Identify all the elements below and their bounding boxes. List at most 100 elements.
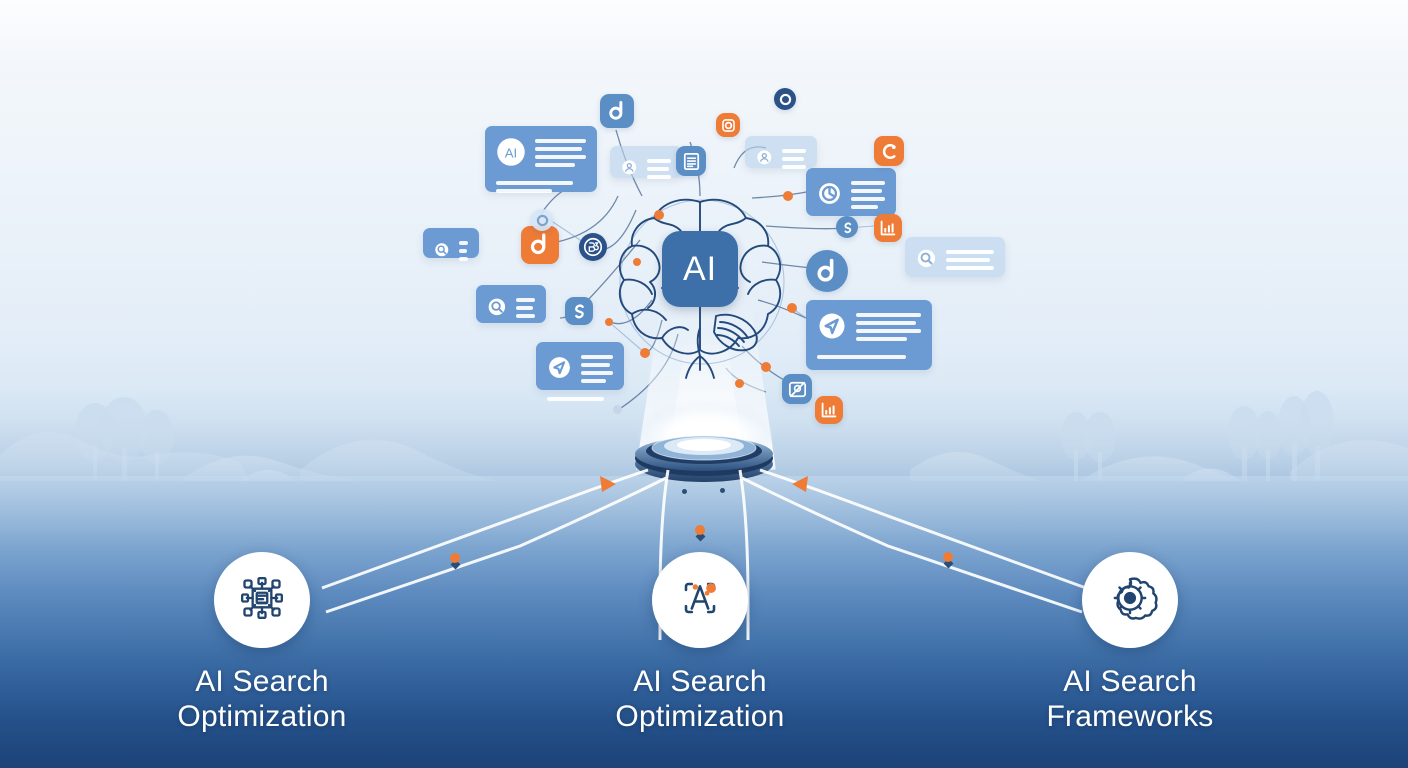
card-text-lines — [781, 146, 806, 169]
search-circle-icon — [487, 295, 507, 318]
card-text-lines — [515, 295, 535, 318]
node-dot — [783, 191, 793, 201]
card-text-line — [850, 189, 883, 193]
card-send-bottom — [536, 342, 624, 401]
card-text-lines — [850, 178, 885, 209]
send-circle-icon — [547, 352, 572, 383]
node-dot — [695, 525, 705, 535]
card-text-lines — [945, 247, 994, 270]
pillar-ai-search-optimization-left[interactable]: AI Search Optimization — [128, 552, 396, 735]
node-dot — [633, 258, 641, 266]
card-text-line — [850, 197, 885, 201]
svg-text:AI: AI — [505, 145, 517, 160]
node-dot — [640, 348, 650, 358]
pillar-ai-search-optimization-center-circle[interactable] — [652, 552, 748, 648]
pie-chart-icon — [817, 178, 842, 209]
card-text-lines — [856, 310, 921, 341]
search-circle-icon — [916, 247, 937, 270]
pillar-ai-search-optimization-center[interactable]: AI Search Optimization — [566, 552, 834, 735]
badge-s-left — [565, 297, 593, 325]
s-mark-icon — [839, 219, 856, 236]
node-dot — [605, 318, 613, 326]
o-mark-icon — [719, 116, 738, 135]
card-text-line — [515, 298, 535, 302]
d-mark-icon — [604, 98, 631, 125]
card-text-line — [850, 205, 878, 209]
ai-core-chip: AI — [662, 231, 738, 307]
node-dot — [450, 553, 460, 563]
card-text-line — [535, 155, 586, 159]
node-dot — [612, 404, 622, 414]
d-mark-icon — [811, 255, 844, 288]
c-mark-icon — [878, 140, 901, 163]
node-dot — [761, 362, 771, 372]
pillar-ai-search-optimization-left-label: AI Search Optimization — [177, 665, 347, 734]
card-text-line — [458, 241, 468, 245]
card-text-line — [646, 159, 671, 163]
card-text-line — [580, 379, 606, 383]
badge-doc-blue — [676, 146, 706, 176]
badge-alert-orange — [716, 113, 740, 137]
card-text-line — [515, 306, 534, 310]
s-mark-icon — [568, 300, 590, 322]
card-search-pale — [905, 237, 1005, 277]
ai-core-chip-label: AI — [682, 249, 718, 288]
badge-c-orange — [874, 136, 904, 166]
card-text-line — [856, 321, 916, 325]
card-text-lines — [646, 156, 671, 179]
pillar-ai-search-optimization-left-circle[interactable] — [214, 552, 310, 648]
card-search-mid — [476, 285, 546, 323]
chip-network-icon — [234, 570, 290, 631]
node-dot — [654, 210, 664, 220]
card-avatar-pale — [745, 136, 817, 169]
card-footer-line — [496, 181, 574, 185]
card-footer-line — [547, 397, 604, 401]
card-text-line — [856, 313, 921, 317]
holographic-platform — [634, 432, 774, 484]
send-circle-icon — [817, 310, 847, 341]
card-text-line — [856, 337, 907, 341]
person-circle-icon — [621, 156, 638, 179]
card-footer — [496, 181, 586, 193]
card-send-large — [806, 300, 932, 370]
card-footer-line — [496, 189, 552, 193]
bar-chart-icon — [877, 217, 899, 239]
b3-mark-icon — [582, 236, 604, 258]
card-text-line — [580, 363, 611, 367]
badge-dentsu-right — [806, 250, 848, 292]
card-profile-pale — [610, 146, 682, 179]
node-dot — [787, 303, 797, 313]
badge-dentsu-top — [600, 94, 634, 128]
pillar-ai-search-frameworks-right[interactable]: AI Search Frameworks — [996, 552, 1264, 735]
card-text-line — [515, 314, 535, 318]
card-ai-feature: AI — [485, 126, 597, 193]
ai-circle-icon: AI — [496, 136, 526, 167]
card-text-line — [646, 175, 671, 179]
badge-ring-top — [774, 88, 796, 110]
pillar-ai-search-optimization-center-label: AI Search Optimization — [615, 665, 785, 734]
card-text-lines — [580, 352, 613, 383]
card-text-line — [945, 266, 994, 270]
card-text-lines — [458, 238, 468, 261]
pillar-ai-search-frameworks-right-circle[interactable] — [1082, 552, 1178, 648]
card-text-line — [535, 163, 575, 167]
card-text-line — [580, 355, 613, 359]
card-text-line — [781, 165, 806, 169]
card-text-line — [535, 147, 582, 151]
ring-icon — [777, 91, 794, 108]
d-mark-icon — [525, 230, 555, 260]
badge-ring-left — [531, 209, 553, 231]
card-text-line — [781, 149, 806, 153]
card-text-line — [945, 258, 991, 262]
pillar-ai-search-frameworks-right-label: AI Search Frameworks — [1046, 665, 1214, 734]
card-text-line — [850, 181, 885, 185]
badge-bar-orange — [874, 214, 902, 242]
bar-chart-icon — [818, 399, 840, 421]
card-analytics — [806, 168, 896, 216]
card-footer — [547, 397, 613, 401]
card-text-line — [458, 249, 468, 253]
node-dot — [734, 378, 744, 388]
image-off-icon — [786, 378, 809, 401]
badge-bar-orange-2 — [815, 396, 843, 424]
